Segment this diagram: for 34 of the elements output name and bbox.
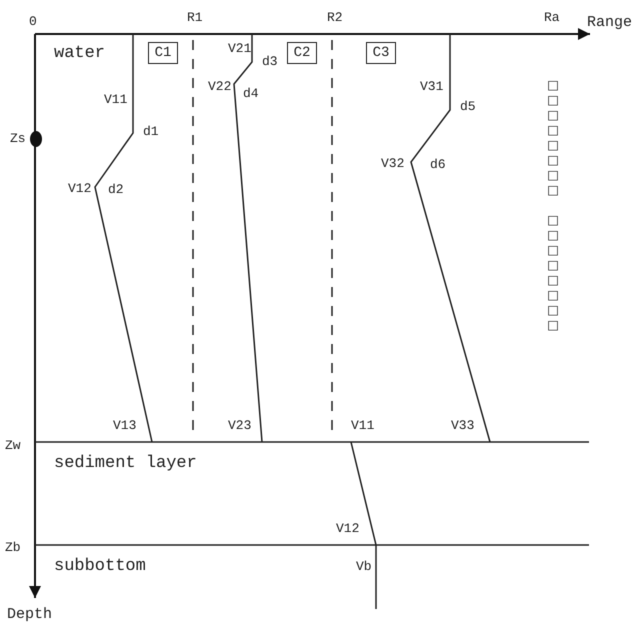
axis-title: Range (587, 14, 632, 30)
sound-speed-label: V11 (351, 418, 374, 432)
sound-speed-label: V31 (420, 80, 444, 92)
sound-speed-label: V11 (104, 92, 128, 106)
sound-speed-label: V21 (228, 42, 252, 54)
depth-point-label: d6 (430, 158, 446, 170)
region-tag: C1 (148, 42, 178, 64)
sound-speed-label: V32 (381, 156, 404, 170)
range-mark-label: R2 (327, 10, 343, 24)
depth-mark-label: Zs (10, 132, 26, 144)
sound-speed-label: V33 (451, 418, 474, 432)
region-tag: C3 (366, 42, 396, 64)
range-mark-label: R1 (187, 10, 203, 24)
sound-speed-label: V22 (208, 80, 232, 92)
layer-label: sediment layer (54, 454, 197, 472)
sound-speed-label: Vb (356, 560, 372, 572)
sound-speed-label: V12 (336, 522, 360, 534)
sound-speed-label: V13 (113, 418, 136, 432)
sound-speed-label: V12 (68, 182, 92, 194)
depth-point-label: d3 (262, 54, 278, 68)
range-mark-label: Ra (544, 10, 560, 24)
sound-speed-label: V23 (228, 418, 252, 432)
depth-point-label: d2 (108, 182, 124, 196)
region-tag: C2 (287, 42, 317, 64)
layer-label: subbottom (54, 558, 146, 574)
depth-point-label: d1 (143, 124, 159, 138)
layer-label: water (54, 44, 106, 62)
axis-title: Depth (7, 606, 52, 622)
depth-point-label: d4 (243, 86, 259, 100)
origin-label: 0 (29, 14, 37, 28)
depth-mark-label: Zb (5, 540, 21, 554)
depth-point-label: d5 (460, 100, 476, 112)
depth-mark-label: Zw (5, 438, 21, 452)
vertical-text: □□□□□□□□ □□□□□□□□ (546, 77, 558, 332)
